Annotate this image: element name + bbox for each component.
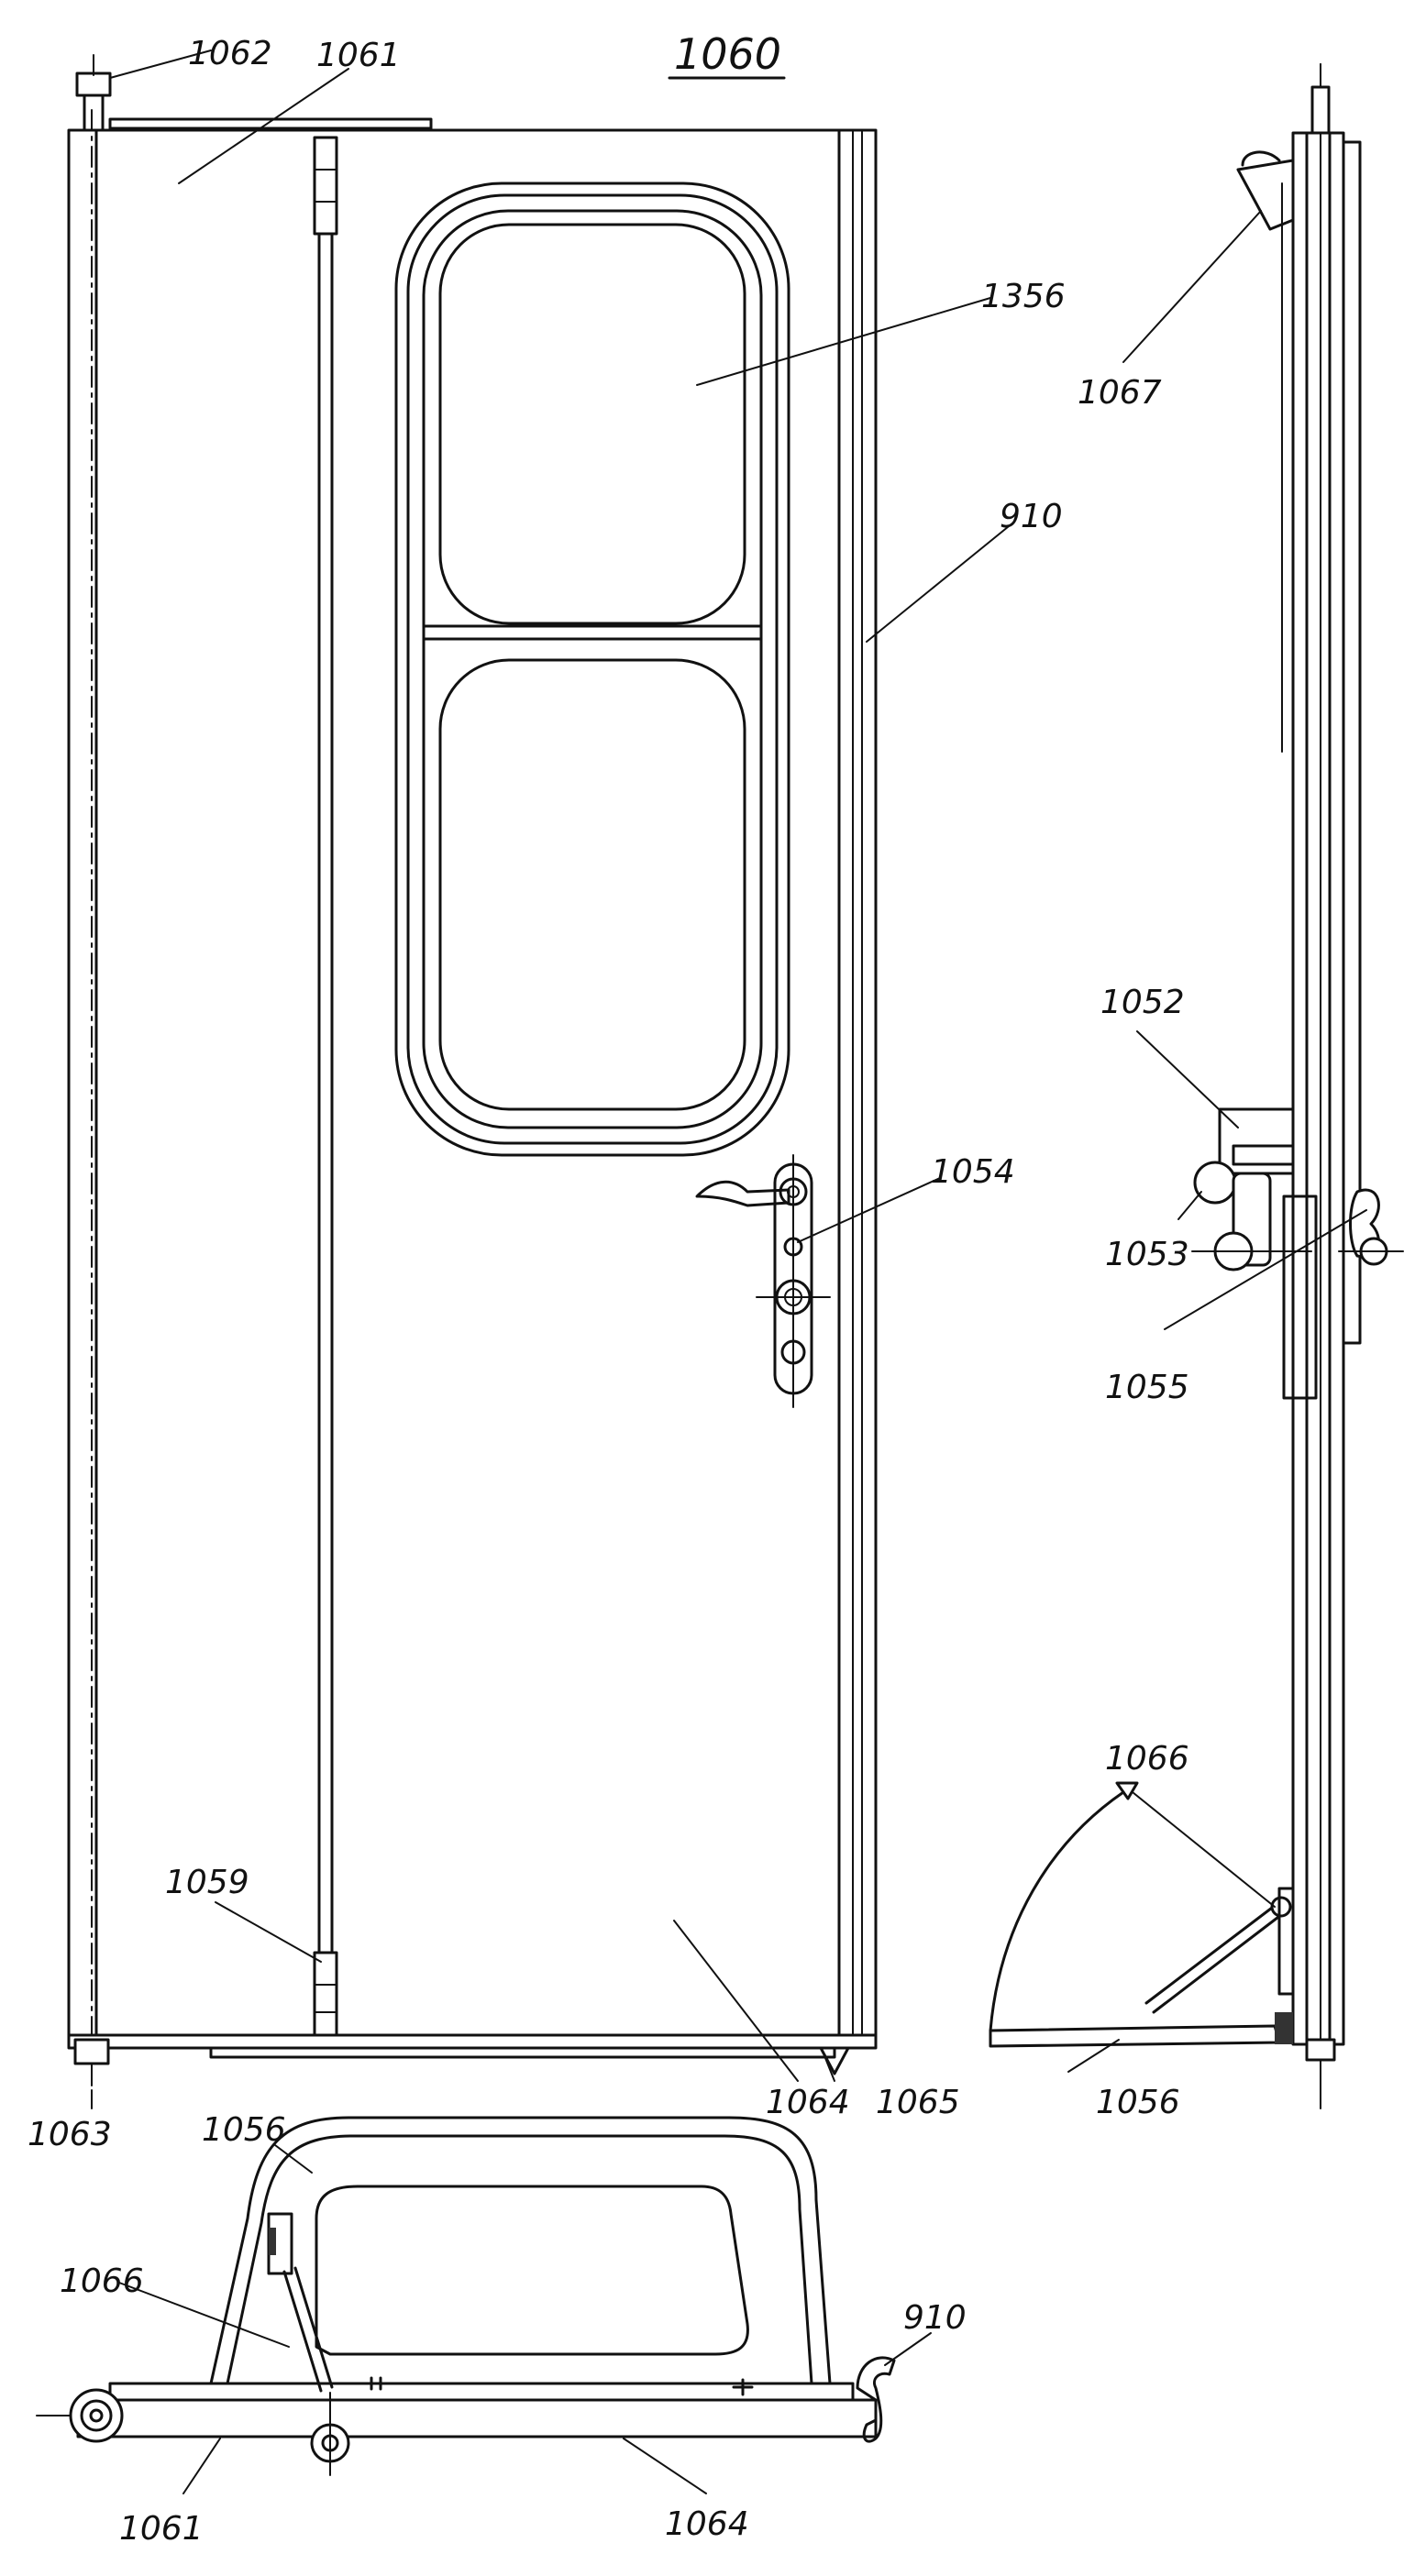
label-1067: 1067 bbox=[1078, 374, 1162, 412]
label-1356: 1356 bbox=[981, 278, 1066, 315]
front-view bbox=[67, 54, 878, 2109]
label-1064-plan: 1064 bbox=[665, 2505, 749, 2543]
bracket-1067 bbox=[1236, 159, 1295, 231]
label-1056-plan: 1056 bbox=[202, 2111, 286, 2149]
window-frame-outer bbox=[394, 182, 790, 1157]
label-1056-side: 1056 bbox=[1096, 2084, 1180, 2121]
label-910-plan: 910 bbox=[903, 2299, 967, 2337]
label-910-front: 910 bbox=[1000, 498, 1063, 535]
door-handle-1054 bbox=[695, 1154, 831, 1408]
seal-910 bbox=[856, 2356, 896, 2443]
label-1064-front: 1064 bbox=[766, 2084, 850, 2121]
step-opening bbox=[315, 2185, 749, 2356]
side-frame bbox=[1291, 131, 1345, 2046]
plan-view bbox=[36, 2116, 896, 2476]
label-1065: 1065 bbox=[876, 2084, 960, 2121]
label-1053: 1053 bbox=[1105, 1236, 1189, 1273]
label-1052: 1052 bbox=[1100, 984, 1185, 1021]
label-1066-plan: 1066 bbox=[60, 2262, 144, 2300]
top-pivot-pin bbox=[83, 92, 105, 132]
side-view bbox=[989, 63, 1404, 2109]
knob-1053 bbox=[1193, 1161, 1237, 1205]
step-plate-1056 bbox=[209, 2116, 832, 2385]
label-1066-side: 1066 bbox=[1105, 1740, 1189, 1778]
label-1059: 1059 bbox=[165, 1864, 249, 1901]
door-leaf bbox=[67, 128, 878, 2037]
plan-door-bar bbox=[76, 2398, 878, 2438]
label-1061-top: 1061 bbox=[316, 37, 401, 74]
window-pane-lower bbox=[438, 658, 746, 1111]
window-pane-upper bbox=[438, 223, 746, 625]
figure-title: 1060 bbox=[674, 29, 781, 79]
label-1054: 1054 bbox=[931, 1153, 1015, 1191]
lock-assembly bbox=[1191, 1107, 1404, 1400]
label-1063: 1063 bbox=[28, 2116, 112, 2153]
bottom-pivot-1063 bbox=[73, 2038, 110, 2065]
label-1062: 1062 bbox=[188, 35, 272, 72]
label-1055: 1055 bbox=[1105, 1369, 1189, 1406]
folding-step bbox=[989, 1781, 1336, 2062]
leader-lines bbox=[109, 50, 1367, 2494]
label-1061-plan: 1061 bbox=[119, 2510, 204, 2548]
reference-labels: 1060 1062 1061 1356 910 1054 1059 1063 1… bbox=[28, 29, 1189, 2548]
rod-bearing-1059 bbox=[313, 1951, 338, 2042]
